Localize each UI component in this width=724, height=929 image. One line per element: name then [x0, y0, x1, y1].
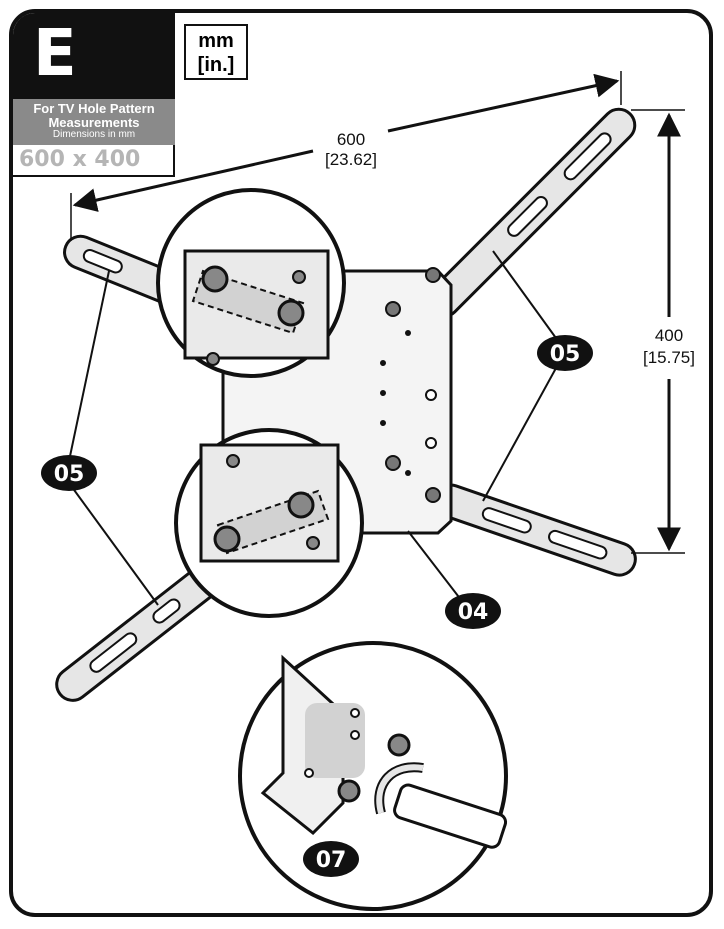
unit-legend: mm [in.]	[184, 24, 248, 80]
height-mm: 400	[655, 326, 683, 345]
svg-text:05: 05	[54, 462, 85, 487]
callout-screw: 07	[303, 841, 359, 877]
hole-pattern-label: For TV Hole Pattern Measurements Dimensi…	[13, 99, 175, 145]
width-dimension	[70, 71, 622, 241]
hole-pattern-line1: For TV Hole Pattern	[33, 101, 155, 116]
hole-pattern-line3: Dimensions in mm	[52, 129, 136, 140]
detail-circle-lower	[174, 428, 364, 618]
unit-secondary: [in.]	[197, 54, 235, 76]
bracket-arm-lower-right	[433, 483, 637, 577]
callout-arms-right: 05	[537, 335, 593, 371]
detail-circle-screw	[238, 641, 508, 911]
detail-circle-upper	[156, 188, 346, 378]
width-mm: 600	[337, 130, 365, 149]
hole-pattern-value: 600 x 400	[13, 145, 175, 177]
svg-text:05: 05	[550, 342, 581, 367]
step-letter: E	[33, 17, 77, 91]
height-in: [15.75]	[643, 348, 695, 367]
instruction-panel: 600 [23.62] 400 [15.75] 05 05 04 07 E Fo…	[9, 9, 713, 917]
callout-leaders	[68, 250, 562, 606]
bracket-arm-upper-right	[425, 107, 637, 319]
svg-text:07: 07	[316, 848, 347, 873]
height-dimension	[631, 109, 685, 554]
svg-text:04: 04	[458, 600, 489, 625]
callout-arms-left: 05	[41, 455, 97, 491]
assembly-diagram: 600 [23.62] 400 [15.75] 05 05 04 07	[41, 71, 695, 911]
unit-primary: mm	[198, 30, 234, 52]
hole-pattern-size: 600 x 400	[19, 147, 141, 172]
callout-plate: 04	[445, 593, 501, 629]
hole-pattern-line2: Measurements	[48, 115, 140, 130]
step-badge: E	[13, 13, 175, 99]
width-in: [23.62]	[325, 150, 377, 169]
